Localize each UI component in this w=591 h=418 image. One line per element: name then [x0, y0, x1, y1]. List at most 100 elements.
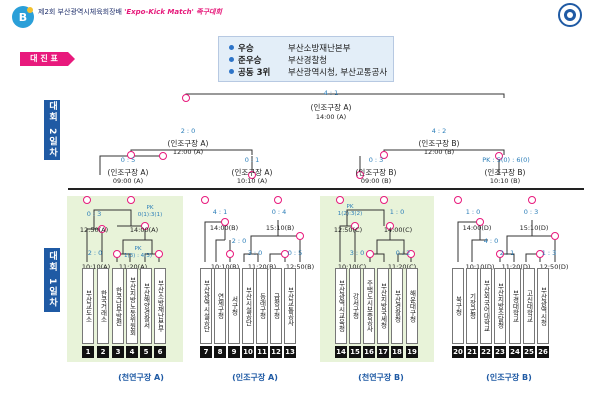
team-number: 5 — [140, 346, 152, 358]
final-score: 4 : 1 — [323, 89, 339, 97]
groupC-venue: (천연구장 B) — [358, 373, 404, 382]
team-name: 북구청 — [452, 268, 464, 344]
final-time: 14:00 (A) — [315, 113, 347, 121]
team-name: 부산교통공사 — [284, 268, 296, 344]
team-number: 1 — [82, 346, 94, 358]
groupC-m4-time: 11:20(C) — [387, 263, 417, 271]
qf1-time: 09:00 (A) — [112, 177, 144, 185]
groupD-m2-score: 0 : 3 — [523, 208, 539, 216]
qf1-venue: (인조구장 A) — [107, 168, 149, 177]
bullet-icon — [229, 45, 234, 50]
groupD-m1-score: 1 : 0 — [465, 208, 481, 216]
groupA-m3-time: 10:10(A) — [81, 263, 111, 271]
groupC-m1-time: 12:50(C) — [333, 226, 363, 234]
team-name: 부산지방조달청 — [494, 268, 506, 344]
groupD-m4-time: 11:20(D) — [501, 263, 531, 271]
groupD-m3-time: 10:10(D) — [465, 263, 495, 271]
team-name: 한국남부발전 — [112, 268, 124, 344]
svg-text:B: B — [19, 11, 27, 24]
groupA-m1-score: 0 : 3 — [86, 210, 102, 218]
qf3-score: 0 : 3 — [368, 156, 384, 164]
team-name: 부산외국어대학교 — [480, 268, 492, 344]
association-emblem-icon — [558, 3, 582, 27]
groupC-m2-time: 14:00(C) — [383, 226, 413, 234]
team-name: 부산시설공단 — [242, 268, 254, 344]
team-name: 부산광역시청 — [537, 268, 549, 344]
event-logo-icon: B — [12, 6, 34, 28]
groupA-m4-time: 11:20(A) — [118, 263, 148, 271]
team-number: 14 — [335, 346, 347, 358]
semi1-score: 2 : 0 — [180, 127, 196, 135]
semi1-time: 12:00 (A) — [172, 148, 204, 156]
team-name: 해운대구청 — [406, 268, 418, 344]
bracket-label: 대 진 표 — [20, 52, 75, 66]
groupC-m3-score: 3 : 0 — [349, 249, 365, 257]
groupB-m3-score: 2 : 0 — [231, 237, 247, 245]
semi2-venue: (인조구장 B) — [418, 139, 460, 148]
team-number: 19 — [406, 346, 418, 358]
groupD-m5-time: 12:50(D) — [539, 263, 569, 271]
team-number: 11 — [256, 346, 268, 358]
team-number: 12 — [270, 346, 282, 358]
team-name: 고신대학교 — [523, 268, 535, 344]
day-divider — [68, 188, 584, 190]
team-name: 부경대학교 — [509, 268, 521, 344]
team-number: 17 — [377, 346, 389, 358]
groupD-m4-score: 2 : 1 — [499, 249, 515, 257]
team-number: 3 — [112, 346, 124, 358]
groupB-m3-time: 10:10(B) — [210, 263, 240, 271]
groupB-m4-time: 12:50(B) — [285, 263, 315, 271]
team-name: 한국거래소 — [97, 268, 109, 344]
groupA-m1-time: 12:50(A) — [79, 226, 109, 234]
qf4-time: 10:10 (B) — [489, 177, 521, 185]
qf2-score: 0 : 1 — [244, 156, 260, 164]
groupC-m3-time: 10:10(C) — [337, 263, 367, 271]
team-name: 강서구청 — [349, 268, 361, 344]
team-name: 서구청 — [228, 268, 240, 344]
bullet-icon — [229, 69, 234, 74]
groupA-m4-score: PK 1(3) : 4(3) — [124, 246, 152, 259]
team-number: 24 — [509, 346, 521, 358]
semi2-time: 12:00 (B) — [423, 148, 455, 156]
groupD-m5-score: 1 : 3 — [541, 249, 557, 257]
groupB-m5-time: 11:20(B) — [247, 263, 277, 271]
qf3-time: 09:00 (B) — [360, 177, 392, 185]
groupA-m2-time: 14:00(A) — [129, 226, 159, 234]
team-number: 4 — [126, 346, 138, 358]
groupA-venue: (천연구장 A) — [118, 373, 164, 382]
team-number: 15 — [349, 346, 361, 358]
team-number: 13 — [284, 346, 296, 358]
team-name: 부산해양경찰서 — [140, 268, 152, 344]
semi2-score: 4 : 2 — [431, 127, 447, 135]
groupC-m4-score: 0 : 2 — [395, 249, 411, 257]
groupD-venue: (인조구장 B) — [486, 373, 532, 382]
team-name: 부산지방노동위원회 — [126, 268, 138, 344]
groupB-m2-score: 0 : 4 — [271, 208, 287, 216]
day1-label: 대회 1일차 — [44, 248, 60, 312]
page-title: 제2회 부산광역시체육회장배 'Expo-Kick Match' 족구대회 — [38, 8, 222, 16]
qf4-score: PK : 5(0) : 6(0) — [482, 156, 530, 164]
qf1-score: 0 : 5 — [120, 156, 136, 164]
groupB-m1-time: 14:00(B) — [209, 224, 239, 232]
team-name: 기장군청 — [466, 268, 478, 344]
final-venue: (인조구장 A) — [310, 103, 352, 112]
qf4-venue: (인조구장 B) — [484, 168, 526, 177]
team-name: 부산교도소 — [82, 268, 94, 344]
team-name: 부산소방재난본부 — [154, 268, 166, 344]
team-number: 6 — [154, 346, 166, 358]
groupC-m2-score: 1 : 0 — [389, 208, 405, 216]
groupB-m1-score: 4 : 1 — [212, 208, 228, 216]
groupD-m1-time: 14:00(D) — [462, 224, 492, 232]
team-name: 부산광역시교육청 — [335, 268, 347, 344]
team-number: 26 — [537, 346, 549, 358]
team-number: 8 — [214, 346, 226, 358]
team-number: 2 — [97, 346, 109, 358]
team-number: 20 — [452, 346, 464, 358]
team-number: 7 — [200, 346, 212, 358]
team-name: 주택도시보증공사 — [363, 268, 375, 344]
team-name: 동래구청 — [256, 268, 268, 344]
